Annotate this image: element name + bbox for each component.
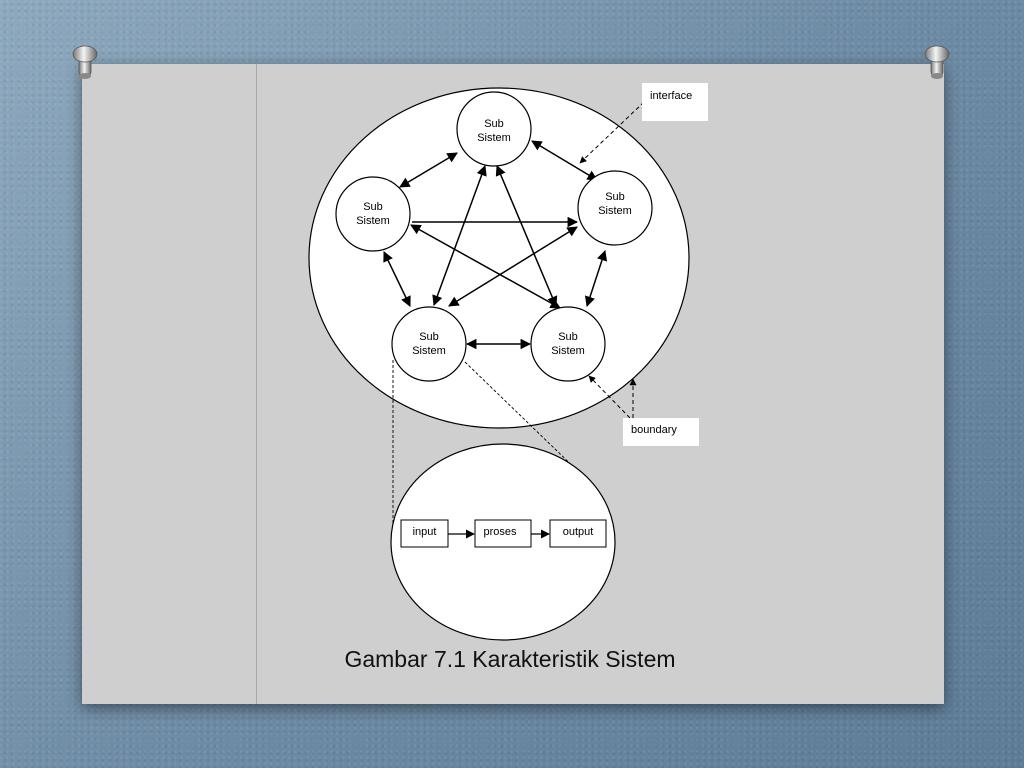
link-left-bottomleft: [383, 251, 411, 307]
node-label-line1: Sub: [605, 191, 625, 203]
subsystem-node-top: Sub Sistem: [456, 91, 532, 167]
node-label-line2: Sistem: [598, 205, 632, 217]
process-chain: input proses output: [400, 519, 607, 548]
input-box: [400, 519, 449, 548]
interface-pointer: [579, 101, 645, 164]
interface-label: interface: [650, 90, 692, 102]
figure-caption-text: Gambar 7.1 Karakteristik Sistem: [344, 646, 676, 672]
link-top-bottomright: [495, 165, 558, 307]
node-label-line2: Sistem: [477, 132, 511, 144]
proses-label: proses: [483, 526, 517, 538]
zoom-guide-right: [464, 361, 586, 479]
link-right-bottomright: [584, 250, 608, 307]
output-label: output: [563, 526, 594, 538]
link-top-bottomleft: [432, 165, 487, 306]
node-label-line1: Sub: [484, 118, 504, 130]
node-label-line2: Sistem: [551, 345, 585, 357]
node-label-line1: Sub: [363, 201, 383, 213]
node-label-line1: Sub: [419, 331, 439, 343]
node-label-line2: Sistem: [412, 345, 446, 357]
paper-divider: [256, 64, 257, 704]
node-label-line1: Sub: [558, 331, 578, 343]
boundary-label: boundary: [631, 424, 677, 436]
link-top-right: [531, 140, 598, 181]
subsystem-node-bottom-left: Sub Sistem: [391, 306, 467, 382]
subsystem-node-right: Sub Sistem: [577, 170, 653, 246]
boundary-callout: boundary: [623, 418, 699, 446]
output-box: [549, 519, 607, 548]
input-label: input: [413, 526, 437, 538]
subsystem-node-bottom-right: Sub Sistem: [530, 306, 606, 382]
boundary-pointer-diag: [588, 375, 631, 419]
right-pin-icon: [924, 45, 950, 79]
link-top-left: [399, 152, 458, 188]
figure-caption: Gambar 7.1 Karakteristik Sistem: [0, 646, 1024, 673]
left-pin-icon: [72, 45, 98, 79]
interface-callout: interface: [642, 83, 708, 121]
node-label-line2: Sistem: [356, 215, 390, 227]
subsystem-node-left: Sub Sistem: [335, 176, 411, 252]
